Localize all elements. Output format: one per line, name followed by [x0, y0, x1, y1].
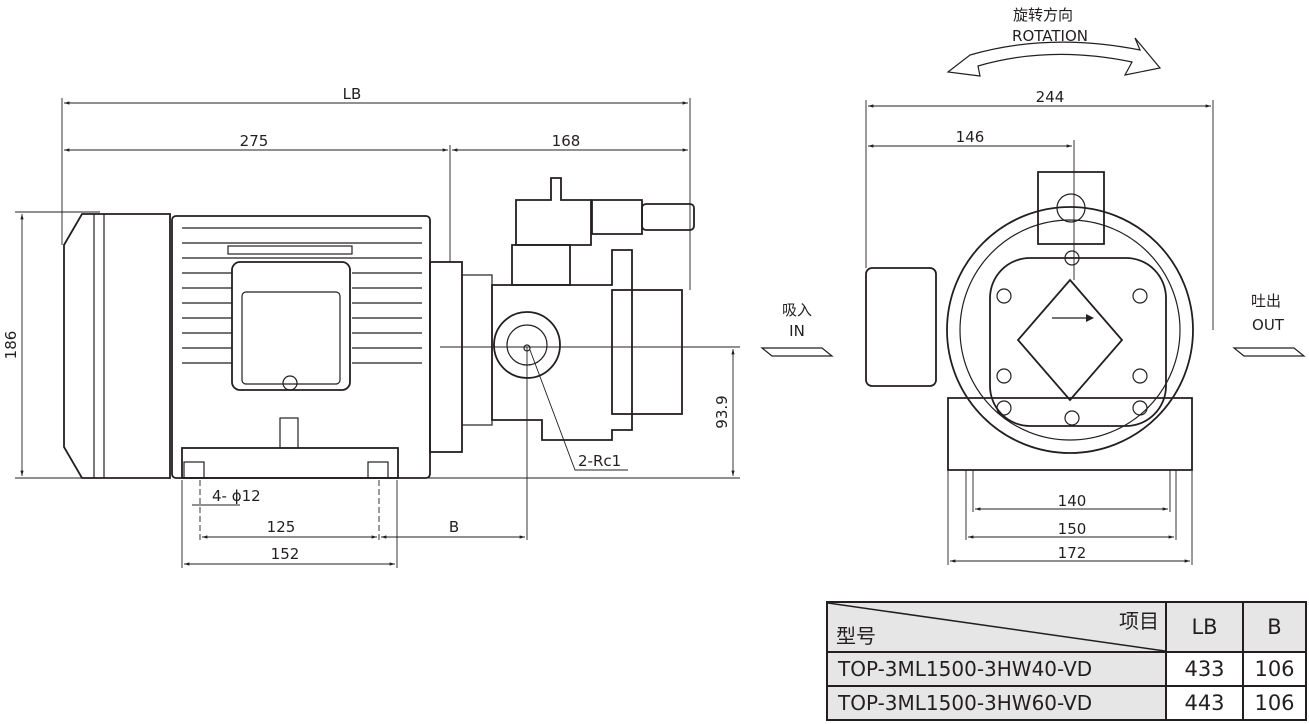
cable-gland: [282, 375, 298, 391]
port-leader: [529, 349, 628, 471]
dim-140-label: 140: [1058, 492, 1087, 510]
lb-cell: 443: [1165, 685, 1244, 721]
dim-152-label: 152: [271, 545, 300, 563]
model-cell: TOP-3ML1500-3HW60-VD: [826, 685, 1167, 721]
ports-label: 2-Rc1: [578, 452, 621, 470]
relief-valve: [511, 244, 571, 286]
b-cell: 106: [1242, 685, 1307, 721]
rotation-arrow-icon: [946, 37, 1162, 77]
dim-b-label: B: [449, 518, 459, 536]
pump-cover: [611, 289, 683, 415]
rotation-en-label: ROTATION: [1012, 27, 1088, 45]
cooling-fins: [182, 227, 422, 364]
inlet-en-label: IN: [789, 322, 805, 340]
dim-125-label: 125: [267, 518, 296, 536]
inlet-arrow-icon: [760, 347, 834, 357]
dim-lb-label: LB: [343, 85, 362, 103]
dim-93-9-label: 93.9: [713, 395, 731, 428]
header-model-label: 型号: [836, 624, 876, 648]
motor-body: [171, 215, 431, 479]
header-lb: LB: [1165, 601, 1244, 653]
model-cell: TOP-3ML1500-3HW40-VD: [826, 651, 1167, 687]
lb-cell: 433: [1165, 651, 1244, 687]
header-item-label: 项目: [1119, 609, 1159, 633]
side-view: [15, 98, 740, 568]
motor-base: [181, 447, 399, 479]
dim-275-label: 275: [240, 132, 269, 150]
dim-168-label: 168: [552, 132, 581, 150]
dim-244-label: 244: [1036, 88, 1065, 106]
b-cell: 106: [1242, 651, 1307, 687]
outlet-en-label: OUT: [1252, 316, 1285, 334]
dim-146-label: 146: [956, 128, 985, 146]
motor-flange: [429, 261, 463, 453]
pump-front-plate: [989, 257, 1167, 427]
dim-186-label: 186: [2, 331, 20, 360]
fan-cover: [63, 213, 171, 479]
rotation-cn-label: 旋转方向: [1013, 6, 1073, 24]
spec-table: 项目 型号 LB B TOP-3ML1500-3HW40-VD 433 106 …: [826, 601, 1307, 721]
valve-front: [1037, 171, 1105, 245]
outlet-arrow-icon: [1232, 347, 1306, 357]
header-corner-cell: 项目 型号: [826, 601, 1167, 653]
terminal-box-front: [865, 267, 937, 387]
valve-adjuster: [591, 199, 643, 235]
spec-table-header: 项目 型号 LB B: [826, 601, 1307, 653]
pump-cover-front: [1016, 278, 1124, 402]
outlet-cn-label: 吐出: [1251, 292, 1281, 310]
cover-bolts: [996, 250, 1148, 426]
terminal-box: [231, 261, 351, 391]
motor-housing: [946, 206, 1194, 454]
front-view: [865, 37, 1214, 565]
pump-casing: [491, 249, 633, 441]
dim-150-label: 150: [1058, 520, 1087, 538]
dim-172-label: 172: [1058, 544, 1087, 562]
table-row: TOP-3ML1500-3HW40-VD 433 106: [826, 651, 1307, 687]
bolt-holes-label: 4- ϕ12: [212, 487, 261, 505]
inlet-cn-label: 吸入: [782, 301, 812, 319]
front-base: [947, 397, 1193, 471]
header-b: B: [1242, 601, 1307, 653]
table-row: TOP-3ML1500-3HW60-VD 443 106: [826, 685, 1307, 721]
